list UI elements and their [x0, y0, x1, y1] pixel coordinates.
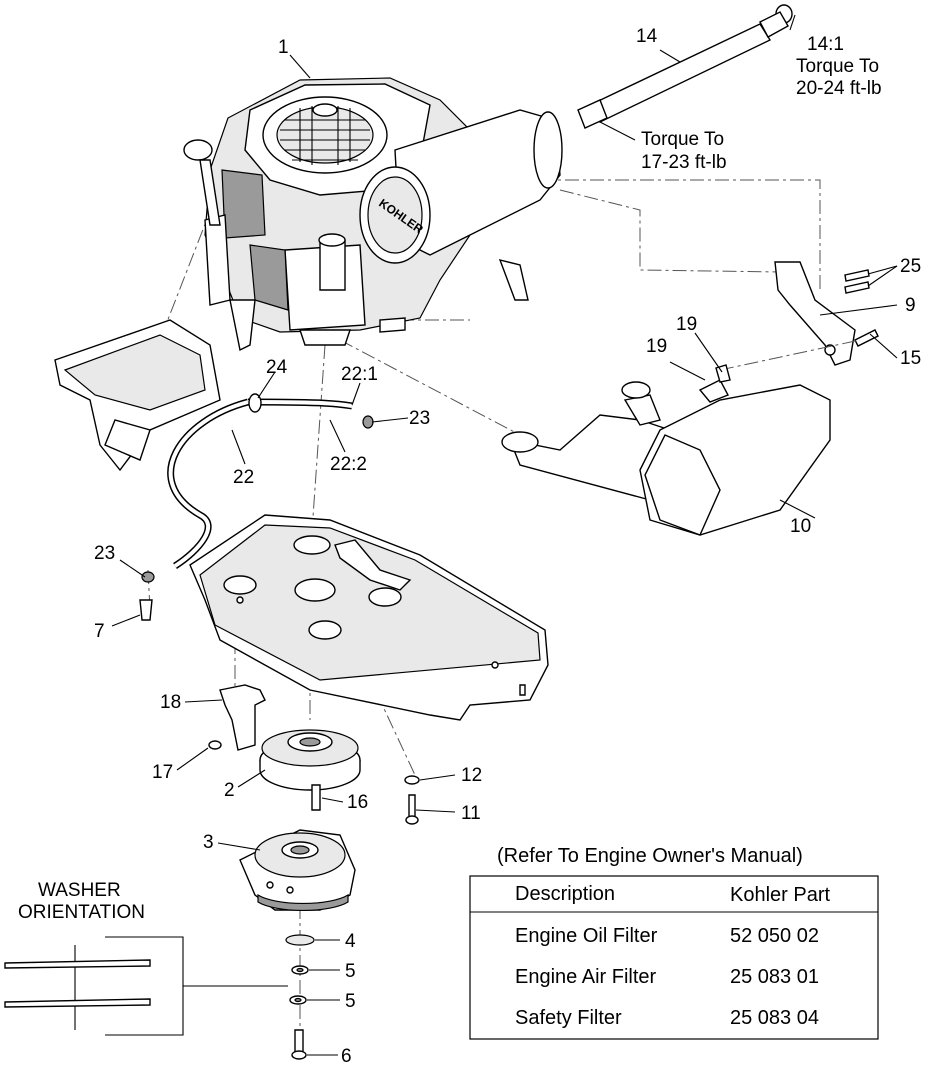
- filter-table-header-description: Description: [515, 883, 615, 905]
- filter-table-header-part: Kohler Part: [730, 884, 830, 906]
- torque-note-mid-2: 17-23 ft-lb: [641, 152, 727, 173]
- callout-19-a: 19: [676, 314, 697, 335]
- filter-table-row-2-part: 25 083 01: [730, 966, 819, 988]
- callout-22-2: 22:2: [330, 454, 367, 475]
- callout-5-a: 5: [345, 961, 356, 982]
- key-and-bolt: [311, 775, 420, 825]
- engine-assembly: KOHLER: [183, 77, 563, 352]
- callout-labels: 1 14 25 9 15 19 19 10 24 22:1 23 22:2 22…: [94, 26, 921, 1067]
- leader-lines: [111, 14, 898, 1056]
- callout-10: 10: [790, 516, 811, 537]
- callout-16: 16: [347, 792, 368, 813]
- callout-5-b: 5: [345, 991, 356, 1012]
- fuel-line: [139, 393, 374, 621]
- callout-23-a: 23: [409, 408, 430, 429]
- washer-orientation-title-2: ORIENTATION: [18, 902, 145, 923]
- callout-14: 14: [636, 26, 658, 47]
- left-guard-bracket: [54, 319, 221, 472]
- callout-19-b: 19: [646, 336, 667, 357]
- muffler-bracket: [719, 261, 879, 371]
- callout-22-1: 22:1: [341, 364, 378, 385]
- muffler: [501, 364, 831, 536]
- callout-22: 22: [233, 467, 254, 488]
- torque-notes: 14:1 Torque To 20-24 ft-lb Torque To 17-…: [641, 34, 882, 173]
- callout-1: 1: [278, 37, 289, 58]
- engine-deck-plate: [189, 514, 549, 721]
- callout-9: 9: [905, 295, 916, 316]
- filter-table-row-3-desc: Safety Filter: [515, 1007, 622, 1029]
- exhaust-tube: [577, 4, 793, 129]
- filter-table-caption: (Refer To Engine Owner's Manual): [497, 845, 803, 867]
- torque-note-top-2: Torque To: [796, 56, 879, 77]
- callout-3: 3: [203, 832, 214, 853]
- callout-18: 18: [160, 692, 181, 713]
- filter-table: (Refer To Engine Owner's Manual) Descrip…: [469, 845, 879, 1040]
- idler-bracket: [208, 684, 266, 751]
- torque-note-top-3: 20-24 ft-lb: [796, 78, 882, 99]
- torque-note-mid-1: Torque To: [641, 129, 724, 150]
- filter-table-row-1-part: 52 050 02: [730, 925, 819, 947]
- pulley: [259, 729, 361, 791]
- filter-table-row-1-desc: Engine Oil Filter: [515, 925, 658, 947]
- washer-orientation-title-1: WASHER: [38, 880, 121, 901]
- callout-2: 2: [224, 780, 235, 801]
- callout-25: 25: [900, 256, 921, 277]
- callout-15: 15: [900, 348, 921, 369]
- filter-table-row-2-desc: Engine Air Filter: [515, 966, 657, 988]
- callout-23-b: 23: [94, 543, 115, 564]
- callout-4: 4: [345, 931, 356, 952]
- callout-6: 6: [341, 1046, 352, 1067]
- torque-note-top-1: 14:1: [807, 34, 844, 55]
- callout-17: 17: [152, 762, 173, 783]
- washers-and-screw: [285, 934, 315, 1060]
- washer-orientation-inset: WASHER ORIENTATION: [4, 880, 288, 1036]
- callout-24: 24: [266, 357, 288, 378]
- filter-table-row-3-part: 25 083 04: [730, 1007, 819, 1029]
- electric-clutch: [239, 829, 356, 912]
- callout-12: 12: [461, 765, 482, 786]
- callout-11: 11: [461, 803, 481, 824]
- callout-7: 7: [94, 621, 105, 642]
